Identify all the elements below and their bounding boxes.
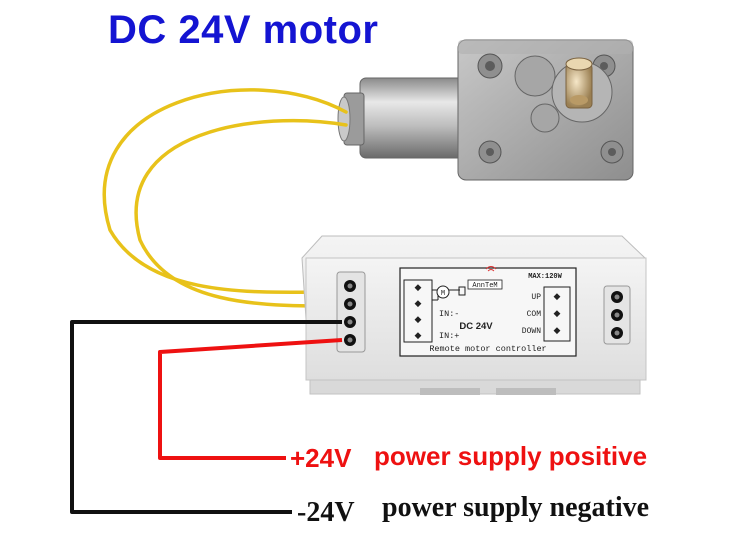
svg-text:◆: ◆ [415, 330, 422, 340]
controller-in-negative: IN:- [439, 309, 459, 319]
svg-text:◆: ◆ [554, 291, 561, 301]
positive-wire [158, 338, 343, 460]
positive-voltage-label: +24V [290, 443, 352, 473]
negative-voltage-label: -24V [297, 497, 355, 528]
svg-text:◆: ◆ [415, 298, 422, 308]
motor-wires [102, 88, 348, 308]
controller-in-positive: IN:+ [439, 331, 459, 341]
svg-text:◆: ◆ [415, 314, 422, 324]
motor-symbol-letter: M [441, 290, 445, 298]
terminal-screws [344, 280, 623, 346]
controller-subtitle: Remote motor controller [429, 344, 546, 354]
controller-com-label: COM [527, 310, 542, 319]
controller-voltage: DC 24V [459, 321, 493, 332]
motor-symbol-icon [436, 285, 450, 299]
controller-up-label: UP [531, 293, 541, 302]
controller-label-panel: ◆ ◆ ◆ ◆ ◆ ◆ ◆ [399, 266, 577, 357]
svg-text:◆: ◆ [554, 325, 561, 335]
diagram-title: DC 24V motor [108, 8, 379, 52]
controller-brand: AnnTeM [472, 282, 497, 290]
svg-text:◆: ◆ [415, 282, 422, 292]
motor-gearbox [457, 39, 634, 181]
antenna-icon [485, 266, 497, 272]
motor-body [337, 77, 471, 159]
controller-max-power: MAX:120W [528, 273, 562, 281]
svg-text:◆: ◆ [554, 308, 561, 318]
negative-supply-label: power supply negative [382, 492, 650, 523]
positive-supply-label: power supply positive [374, 441, 648, 471]
negative-wire [70, 320, 342, 514]
motor-output-shaft [565, 57, 593, 109]
controller-down-label: DOWN [522, 327, 541, 336]
